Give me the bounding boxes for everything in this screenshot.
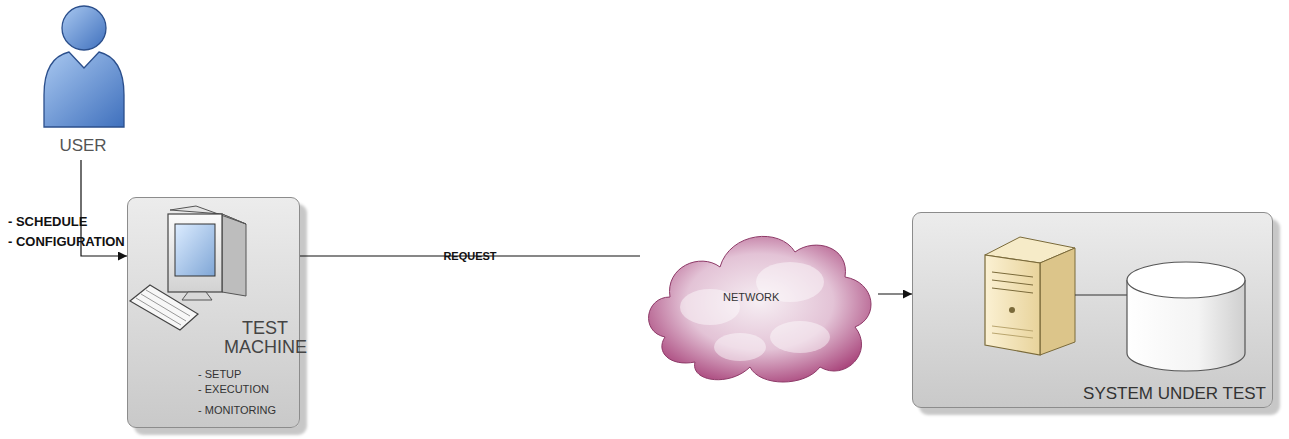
node-text: - EXECUTION <box>198 384 298 396</box>
node-text: - MONITORING <box>198 405 298 417</box>
node-title: SYSTEM UNDER TEST <box>1033 385 1266 403</box>
node-title: NETWORK <box>723 292 803 304</box>
node-title: TEST MACHINE <box>224 319 306 357</box>
node-title: USER <box>38 137 128 155</box>
node-text: - SETUP <box>198 369 298 381</box>
cloud-puff <box>714 333 766 361</box>
annotation-label: - CONFIGURATION <box>8 234 125 249</box>
edge-label: REQUEST <box>443 250 496 262</box>
annotation-label: - SCHEDULE <box>8 214 87 229</box>
actor-icon: USER <box>38 0 128 160</box>
cloud-body <box>649 236 871 382</box>
connector-line <box>878 293 912 294</box>
machine-box: TEST MACHINE- SETUP- EXECUTION- MONITORI… <box>127 197 300 428</box>
network-cloud: NETWORK <box>640 212 878 385</box>
connector-line <box>81 160 127 256</box>
person-body <box>44 52 124 127</box>
connector-line <box>300 255 640 256</box>
person-outline <box>38 0 128 160</box>
cloud-puff <box>770 321 830 353</box>
person-head <box>62 6 106 50</box>
system-box: SYSTEM UNDER TEST <box>912 212 1273 408</box>
